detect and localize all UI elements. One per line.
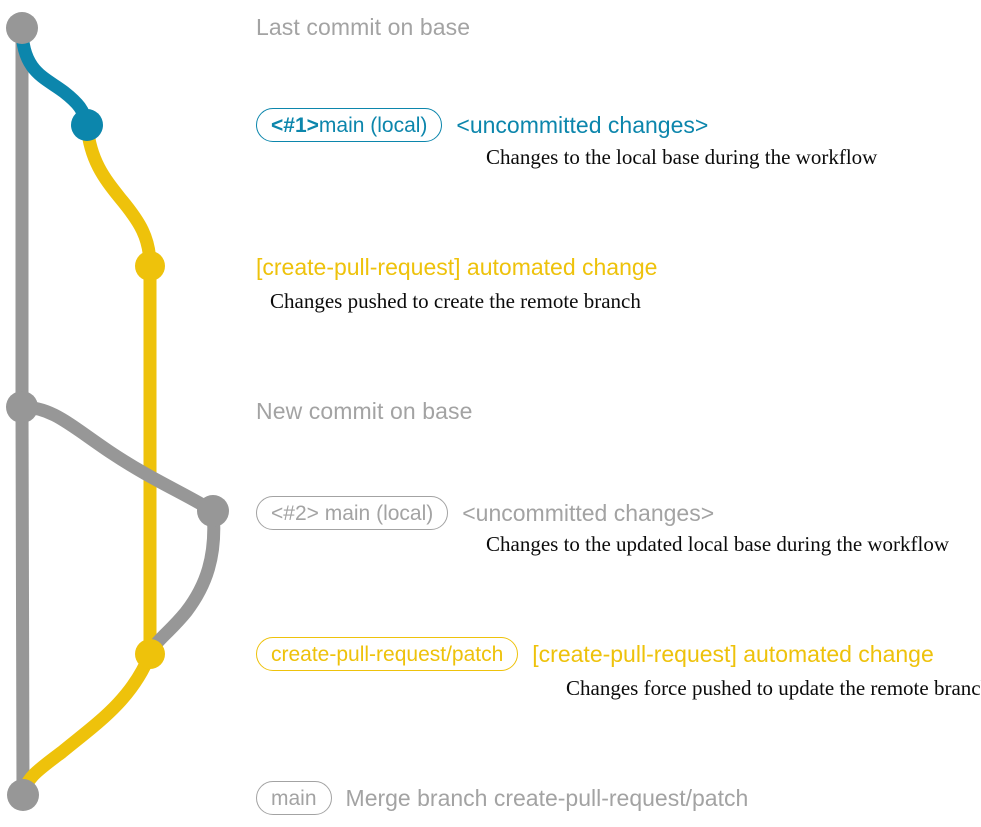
subject-automated-change-2: [create-pull-request] automated change xyxy=(532,640,934,667)
desc-local-main-2: Changes to the updated local base during… xyxy=(486,532,950,556)
badge-local-main-1[interactable]: <#1> main (local) xyxy=(256,108,443,142)
commit-node-base-merge xyxy=(7,779,39,811)
local2-to-patch2-line xyxy=(143,504,221,661)
base-trunk-line xyxy=(15,21,30,802)
badge-create-pull-request-patch[interactable]: create-pull-request/patch xyxy=(256,637,519,671)
row-last-commit-on-base: Last commit on base xyxy=(256,13,470,41)
subject-merge-commit: Merge branch create-pull-request/patch xyxy=(345,784,749,811)
row-merge-commit: main Merge branch create-pull-request/pa… xyxy=(256,781,748,815)
commit-node-patch-1 xyxy=(135,251,165,281)
badge-local-main-1-name: main (local) xyxy=(318,113,428,137)
base-to-local2-line xyxy=(15,400,220,518)
badge-create-pull-request-patch-name: create-pull-request/patch xyxy=(271,642,504,666)
badge-local-main-2-name: <#2> main (local) xyxy=(271,501,434,525)
desc-local-main-1: Changes to the local base during the wor… xyxy=(486,145,878,169)
desc-automated-change-1: Changes pushed to create the remote bran… xyxy=(270,289,641,313)
row-automated-change-1: [create-pull-request] automated change xyxy=(256,253,657,281)
teal-branch-line xyxy=(15,21,94,132)
last-commit-on-base-label: Last commit on base xyxy=(256,13,471,40)
subject-automated-change-1: [create-pull-request] automated change xyxy=(256,253,658,280)
new-commit-on-base-label: New commit on base xyxy=(256,397,473,424)
subject-local-main-1: <uncommitted changes> xyxy=(456,111,709,138)
row-automated-change-2: create-pull-request/patch [create-pull-r… xyxy=(256,637,934,671)
patch-merge-line xyxy=(16,647,157,802)
badge-local-main-1-ref: <#1> xyxy=(271,113,319,137)
row-local-main-1: <#1> main (local) <uncommitted changes> xyxy=(256,108,708,142)
desc-automated-change-2: Changes force pushed to update the remot… xyxy=(566,676,981,700)
commit-node-patch-2 xyxy=(135,639,165,669)
badge-local-main-2[interactable]: <#2> main (local) xyxy=(256,496,449,530)
row-new-commit-on-base: New commit on base xyxy=(256,397,473,425)
subject-local-main-2: <uncommitted changes> xyxy=(462,499,715,526)
commit-node-local-head-2 xyxy=(197,495,229,527)
badge-main[interactable]: main xyxy=(256,781,332,815)
row-local-main-2: <#2> main (local) <uncommitted changes> xyxy=(256,496,714,530)
commit-node-base-head xyxy=(6,12,38,44)
commit-node-local-head-1 xyxy=(71,109,103,141)
commit-node-base-new xyxy=(6,391,38,423)
badge-main-name: main xyxy=(271,786,317,810)
patch-branch-upper-line xyxy=(80,118,157,273)
